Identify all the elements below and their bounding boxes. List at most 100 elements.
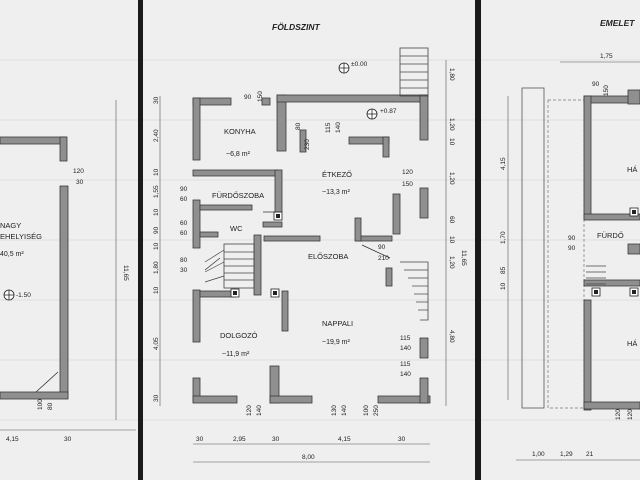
upper-wall-lower <box>583 279 640 287</box>
dim-etk-b: 230 <box>304 139 311 150</box>
left-door-swing <box>35 371 59 393</box>
dim-total: 8,00 <box>302 454 315 461</box>
dim-etk-c: 115 <box>325 122 332 133</box>
upper-room-ha1: HÁ <box>627 165 637 174</box>
dim-vr-3: 10 <box>448 138 455 146</box>
upper-dim-b1: 120 <box>615 409 622 420</box>
left-room-area: 40,5 m² <box>0 251 24 258</box>
left-level-text: -1.50 <box>16 292 31 299</box>
dim-furdo-b: 60 <box>180 196 188 203</box>
dim-nap1-b: 140 <box>400 345 411 352</box>
left-side-dim: 11,65 <box>122 265 129 281</box>
upper-dim-top: 1,75 <box>600 53 613 60</box>
wall-etk-left-stub <box>299 129 307 153</box>
interior-stair <box>204 243 255 289</box>
dim-nap1-a: 115 <box>400 335 411 342</box>
room-nappali-area: ~19,9 m² <box>322 339 350 346</box>
dim-nap2-a: 115 <box>400 361 411 368</box>
left-level-cross <box>4 290 14 300</box>
upper-dim-v2: 1,70 <box>500 231 507 244</box>
dim-vl-6: 90 <box>153 226 160 234</box>
upper-wall-bottom <box>583 401 640 410</box>
left-wall-top-right <box>59 136 68 162</box>
dim-vr-1: 1,80 <box>448 68 455 81</box>
room-etkezo: ÉTKEZŐ <box>322 170 352 179</box>
upper-dashed-area <box>547 99 585 409</box>
left-wall-top <box>0 136 67 145</box>
dim-vr-4: 1,20 <box>448 172 455 185</box>
wall-bottom-right <box>377 395 431 404</box>
level-etkezo-text: +0.87 <box>380 108 397 115</box>
upper-wall-mid <box>583 213 640 221</box>
left-wall-bottom <box>0 391 69 400</box>
wall-left-top <box>192 97 201 161</box>
left-dim-b2: 80 <box>47 402 54 410</box>
upper-dim-t1: 90 <box>592 81 600 88</box>
dim-nap2-b: 140 <box>400 371 411 378</box>
grid <box>0 59 640 421</box>
upper-dim-t2: 150 <box>603 85 610 96</box>
dim-b3-b: 250 <box>373 405 380 416</box>
dim-vl-8: 1,80 <box>153 261 160 274</box>
exterior-stair-top <box>399 47 429 97</box>
upper-dim-v3: 85 <box>500 266 507 274</box>
dim-vr-7: 1,20 <box>448 256 455 269</box>
room-furdoszoba: FÜRDŐSZOBA <box>212 191 264 200</box>
dim-b2-a: 130 <box>331 405 338 416</box>
wall-konyha-bottom <box>192 169 279 177</box>
dim-vr-2: 1,20 <box>448 118 455 131</box>
dim-vr-6: 10 <box>448 236 455 244</box>
dim-b1-a: 120 <box>246 405 253 416</box>
left-room-line2: EHELYISÉG <box>0 232 42 241</box>
wall-right-top <box>419 94 429 141</box>
dim-konyha-b: 150 <box>257 91 264 102</box>
upper-dim-bot1: 1,00 <box>532 451 545 458</box>
wall-elo-stub <box>354 217 362 242</box>
dim-vl-7: 10 <box>153 242 160 250</box>
upper-room-ha2: HÁ <box>627 339 637 348</box>
dim-b1-b: 140 <box>256 405 263 416</box>
left-plan: 120 30 11,65 100 80 4,15 30 NAGY EHELYIS… <box>0 100 136 443</box>
upper-room-furdo: FÜRDŐ <box>597 231 624 240</box>
upper-balcony-outline <box>521 87 545 409</box>
ground-plan: FÖLDSZINT ±0.00 +0.87 <box>153 22 467 463</box>
dim-wc-a: 60 <box>180 220 188 227</box>
dim-elo-b: 210 <box>378 255 389 262</box>
wall-stair-right <box>253 234 262 296</box>
dim-etk-a: 80 <box>295 122 302 130</box>
dim-vr-5: 60 <box>448 216 455 224</box>
dim-vl-1: 30 <box>153 96 160 104</box>
dim-bottom-4: 4,15 <box>338 436 351 443</box>
wall-dolgozo-right <box>281 290 289 332</box>
upper-dim-v4: 10 <box>500 282 507 290</box>
dim-furdo-a: 90 <box>180 186 188 193</box>
dim-win1-b: 150 <box>402 181 413 188</box>
dim-vl-5: 10 <box>153 208 160 216</box>
room-nappali: NAPPALI <box>322 319 353 328</box>
room-etkezo-area: ~13,3 m² <box>322 189 350 196</box>
wall-left-mid <box>192 199 201 249</box>
wall-dolgozo-top <box>199 290 235 298</box>
dim-vl-3: 10 <box>153 168 160 176</box>
upper-dim-b2: 120 <box>627 409 634 420</box>
dim-vl-2: 2,40 <box>153 129 160 142</box>
wall-furdo-right <box>274 169 283 213</box>
left-dim-b1: 100 <box>37 399 44 410</box>
dim-vl-4: 1,55 <box>153 185 160 198</box>
wall-right-bottom <box>419 377 429 404</box>
upper-title: EMELET <box>600 18 635 28</box>
wall-bottom-left <box>192 395 238 404</box>
dim-vr-8: 4,80 <box>448 330 455 343</box>
room-dolgozo-area: ~11,9 m² <box>222 351 250 358</box>
dim-elo-a: 90 <box>378 244 386 251</box>
dim-bottom-2: 2,95 <box>233 436 246 443</box>
wall-wc-bottom <box>199 231 219 238</box>
left-wall-right <box>59 185 69 399</box>
left-dim-2: 30 <box>76 179 84 186</box>
dim-vl-11: 30 <box>153 394 160 402</box>
dim-bottom-1: 30 <box>196 436 204 443</box>
exterior-stair-mid <box>400 261 429 321</box>
room-eloszoba: ELŐSZOBA <box>308 252 348 261</box>
